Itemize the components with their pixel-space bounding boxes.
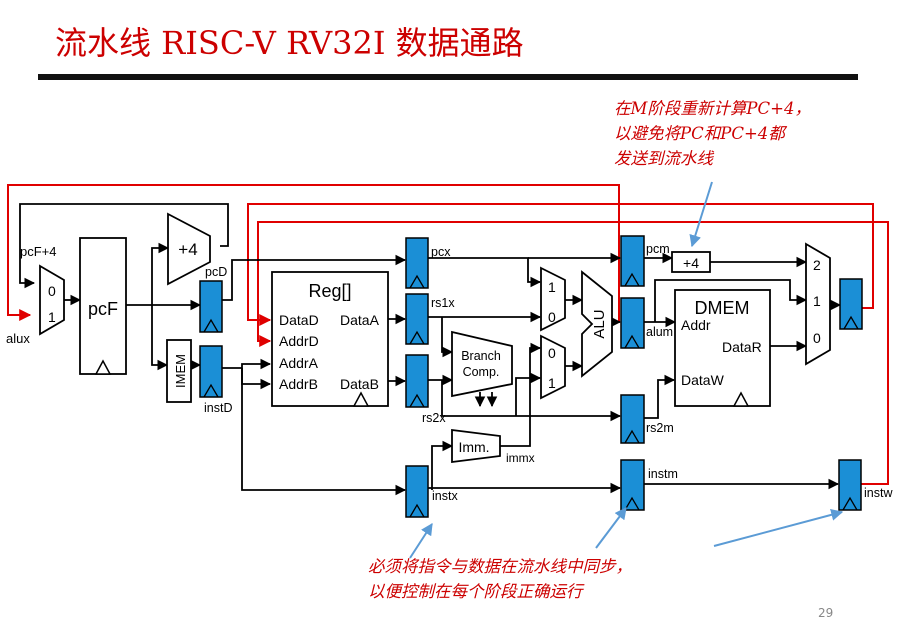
data-b-label: DataB bbox=[340, 376, 379, 392]
pipeline-registers bbox=[199, 235, 863, 518]
writeback-feedback-wires bbox=[7, 184, 889, 485]
rs2-x-register bbox=[405, 354, 429, 408]
dmem-addr-label: Addr bbox=[681, 317, 711, 333]
pc-x-label: pcx bbox=[431, 245, 451, 259]
wb-mux-two-label: 2 bbox=[813, 257, 821, 273]
wb-mux-zero-label: 0 bbox=[813, 330, 821, 346]
register-file-label: Reg[] bbox=[308, 281, 351, 301]
note-bottom: 必须将指令与数据在流水线中同步， 以便控制在每个阶段正确运行 bbox=[368, 554, 632, 604]
dmem-data-w-label: DataW bbox=[681, 372, 725, 388]
rs2-m-label: rs2m bbox=[646, 421, 674, 435]
inst-d-label: instD bbox=[204, 401, 232, 415]
inst-x-label: instx bbox=[432, 489, 458, 503]
alu-x-label: alux bbox=[6, 331, 30, 346]
data-a-label: DataA bbox=[340, 312, 380, 328]
note-bottom-line-1: 必须将指令与数据在流水线中同步， bbox=[368, 557, 632, 576]
inst-w-register bbox=[838, 459, 862, 511]
pc-register-label: pcF bbox=[88, 299, 118, 319]
alu-m-register bbox=[620, 297, 645, 349]
pipeline-clock-marks bbox=[203, 272, 859, 518]
branch-label-1: Branch bbox=[461, 349, 501, 363]
alu-label: ALU bbox=[591, 309, 608, 338]
data-d-label: DataD bbox=[279, 312, 319, 328]
pc-adder: +4 bbox=[167, 212, 211, 286]
inst-x-register bbox=[405, 465, 429, 518]
datapath-wires bbox=[19, 203, 842, 496]
page-number: 29 bbox=[818, 606, 834, 620]
b-mux-one-label: 1 bbox=[548, 375, 556, 391]
addr-a-label: AddrA bbox=[279, 355, 319, 371]
note-bottom-line-2: 以便控制在每个阶段正确运行 bbox=[368, 582, 583, 601]
b-mux-zero-label: 0 bbox=[548, 345, 556, 361]
pc-m-register bbox=[620, 235, 645, 287]
pc-m-adder: +4 bbox=[671, 251, 711, 273]
writeback-mux: 2 1 0 bbox=[805, 242, 831, 366]
dmem-label: DMEM bbox=[695, 298, 750, 318]
pc-d-register bbox=[199, 280, 223, 333]
inst-w-label: instw bbox=[864, 486, 893, 500]
alu-m-label: alum bbox=[646, 325, 673, 339]
addr-b-label: AddrB bbox=[279, 376, 318, 392]
imm-generator: Imm. bbox=[451, 428, 501, 464]
dmem-block: DMEM Addr DataR DataW bbox=[674, 289, 771, 407]
imm-x-label: immx bbox=[506, 451, 535, 465]
rs2-m-register bbox=[620, 394, 645, 444]
title-rule bbox=[38, 74, 858, 80]
pc-x-register bbox=[405, 237, 429, 289]
branch-label-2: Comp. bbox=[463, 365, 500, 379]
addr-d-label: AddrD bbox=[279, 333, 319, 349]
page-title: 流水线 RISC-V RV32I 数据通路 bbox=[55, 24, 524, 62]
imem-block: IMEM bbox=[166, 339, 192, 403]
pc-d-label: pcD bbox=[205, 265, 227, 279]
rs1-x-register bbox=[405, 293, 429, 345]
rs2-x-label: rs2x bbox=[422, 411, 446, 425]
alu-b-mux: 0 1 bbox=[540, 334, 566, 400]
note-top-line-2: 以避免将PC和PC+4都 bbox=[614, 124, 785, 143]
pc-mux: 0 1 bbox=[39, 264, 65, 336]
pc-m-adder-label: +4 bbox=[683, 255, 699, 271]
pc-register: pcF bbox=[79, 237, 127, 375]
register-file: Reg[] DataD AddrD AddrA AddrB DataA Data… bbox=[271, 271, 389, 407]
pc-m-label: pcm bbox=[646, 242, 670, 256]
alu-a-mux: 1 0 bbox=[540, 266, 566, 332]
pcf-plus4-label: pcF+4 bbox=[20, 244, 57, 259]
note-top-line-1: 在M阶段重新计算PC+4， bbox=[614, 99, 811, 118]
note-top-line-3: 发送到流水线 bbox=[614, 149, 713, 168]
wb-mux-one-label: 1 bbox=[813, 293, 821, 309]
imem-label: IMEM bbox=[173, 354, 188, 388]
branch-comparator: Branch Comp. bbox=[451, 330, 513, 398]
note-top: 在M阶段重新计算PC+4， 以避免将PC和PC+4都 发送到流水线 bbox=[614, 96, 811, 171]
inst-m-label: instm bbox=[648, 467, 678, 481]
inst-d-register bbox=[199, 345, 223, 398]
pc-mux-zero-label: 1 bbox=[48, 309, 56, 325]
rs1-x-label: rs1x bbox=[431, 296, 455, 310]
writeback-register bbox=[839, 278, 863, 330]
alu: ALU bbox=[581, 270, 613, 378]
dmem-data-r-label: DataR bbox=[722, 339, 762, 355]
callout-arrows bbox=[409, 181, 844, 559]
a-mux-one-label: 1 bbox=[548, 279, 556, 295]
imm-label: Imm. bbox=[458, 439, 489, 455]
a-mux-zero-label: 0 bbox=[548, 309, 556, 325]
pc-mux-one-label: 0 bbox=[48, 283, 56, 299]
inst-m-register bbox=[620, 459, 645, 511]
pc-adder-label: +4 bbox=[178, 240, 197, 259]
